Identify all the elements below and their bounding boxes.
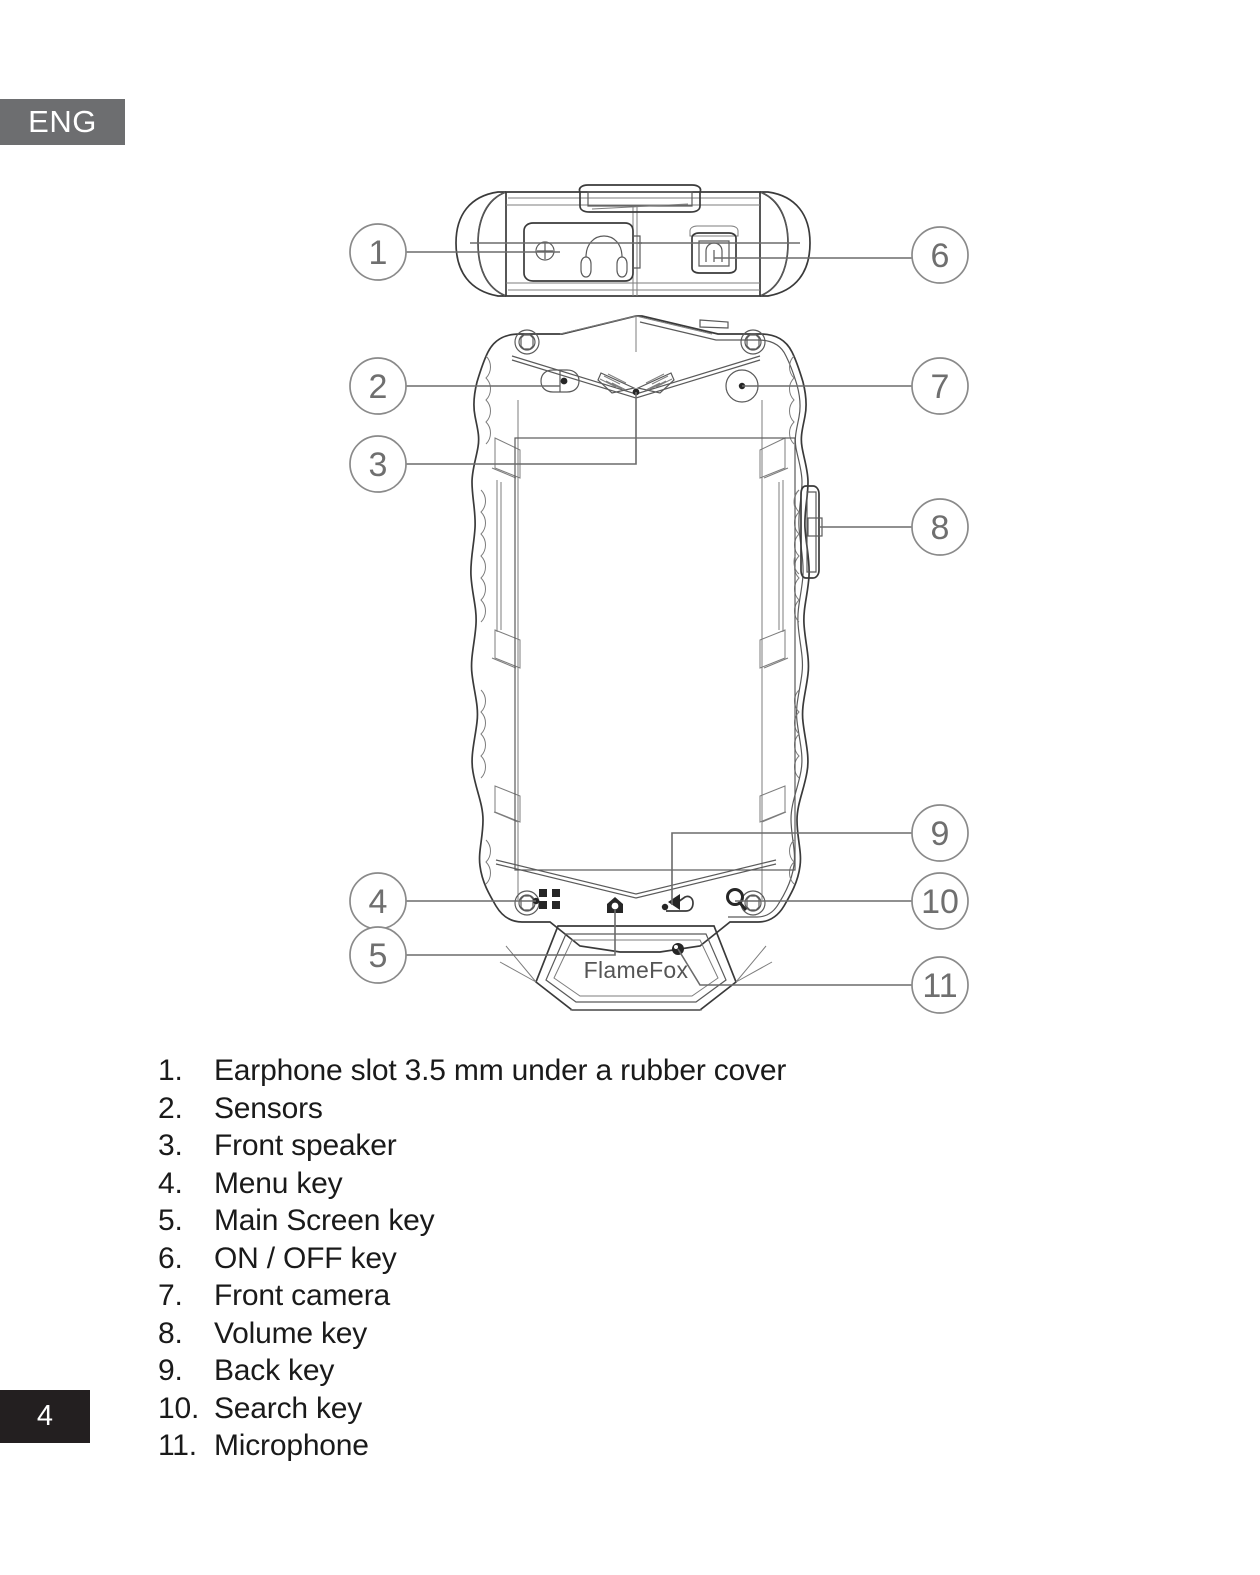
list-item: 7. Front camera [158, 1277, 1058, 1315]
callout-7-label: 7 [931, 368, 950, 406]
list-item: 1. Earphone slot 3.5 mm under a rubber c… [158, 1052, 1058, 1090]
main-screen-key-shape [607, 897, 623, 913]
callout-6-label: 6 [931, 237, 950, 275]
callout-5: 5 [349, 926, 407, 984]
back-key-shape [661, 894, 694, 912]
list-item-number: 4. [158, 1166, 183, 1200]
list-item-number: 9. [158, 1354, 183, 1387]
list-item: 2. Sensors [158, 1090, 1058, 1128]
list-item: 10. Search key [158, 1390, 1058, 1428]
callout-10: 10 [911, 872, 969, 930]
callout-5-label: 5 [369, 937, 388, 975]
list-item-label: Microphone [214, 1429, 369, 1462]
callout-11: 11 [911, 956, 969, 1014]
callout-11-label: 11 [922, 967, 957, 1005]
list-item-number: 6. [158, 1241, 183, 1275]
callout-3: 3 [349, 435, 407, 493]
list-item: 11. Microphone [158, 1427, 1058, 1465]
leader-lines [406, 242, 912, 986]
callout-1: 1 [349, 223, 407, 281]
callout-10-label: 10 [921, 883, 959, 921]
list-item-number: 8. [158, 1316, 183, 1350]
list-item: 9. Back key [158, 1352, 1058, 1390]
list-item: 3. Front speaker [158, 1127, 1058, 1165]
list-item: 4. Menu key [158, 1165, 1058, 1203]
callout-bubbles: 1 2 3 4 5 6 7 8 [349, 223, 969, 1014]
list-item-label: Sensors [214, 1091, 323, 1125]
callout-8: 8 [911, 498, 969, 556]
list-item-label: Earphone slot 3.5 mm under a rubber cove… [214, 1054, 787, 1087]
device-diagram: .ln { stroke:#6b6b6b; stroke-width:1.6; … [349, 184, 969, 1014]
callout-3-label: 3 [369, 446, 388, 484]
list-item-number: 5. [158, 1204, 183, 1237]
callout-2: 2 [349, 357, 407, 415]
list-item-label: Front speaker [214, 1129, 397, 1162]
callout-1-label: 1 [369, 234, 388, 272]
list-item-number: 2. [158, 1091, 183, 1125]
front-speaker-grille [597, 372, 675, 396]
callout-4-label: 4 [369, 883, 388, 921]
top-view-group [455, 184, 811, 297]
list-item-number: 10. [158, 1391, 200, 1425]
list-item-label: Back key [214, 1354, 335, 1387]
callout-6: 6 [911, 226, 969, 284]
list-item-number: 1. [158, 1054, 183, 1087]
callout-8-label: 8 [931, 509, 950, 547]
list-item-label: Volume key [214, 1316, 368, 1350]
callout-9-label: 9 [931, 815, 950, 853]
list-item-label: Menu key [214, 1166, 343, 1200]
list-item-label: Front camera [214, 1279, 390, 1312]
list-item-number: 3. [158, 1129, 183, 1162]
brand-logo-text: FlameFox [584, 957, 689, 983]
search-key-shape [726, 888, 748, 911]
list-item-label: ON / OFF key [214, 1241, 397, 1275]
list-item: 5. Main Screen key [158, 1202, 1058, 1240]
callout-4: 4 [349, 872, 407, 930]
menu-key-shape [532, 889, 560, 909]
list-item: 8. Volume key [158, 1315, 1058, 1353]
list-item-label: Main Screen key [214, 1204, 435, 1237]
callout-7: 7 [911, 357, 969, 415]
list-item-number: 11. [158, 1429, 197, 1462]
language-tag: ENG [0, 99, 125, 145]
page-number: 4 [0, 1390, 90, 1443]
list-item-number: 7. [158, 1279, 183, 1312]
feature-list: 1. Earphone slot 3.5 mm under a rubber c… [158, 1052, 1058, 1465]
front-view-group: FlameFox [469, 315, 823, 1011]
list-item-label: Search key [214, 1391, 363, 1425]
callout-9: 9 [911, 804, 969, 862]
callout-2-label: 2 [369, 368, 388, 406]
list-item: 6. ON / OFF key [158, 1240, 1058, 1278]
